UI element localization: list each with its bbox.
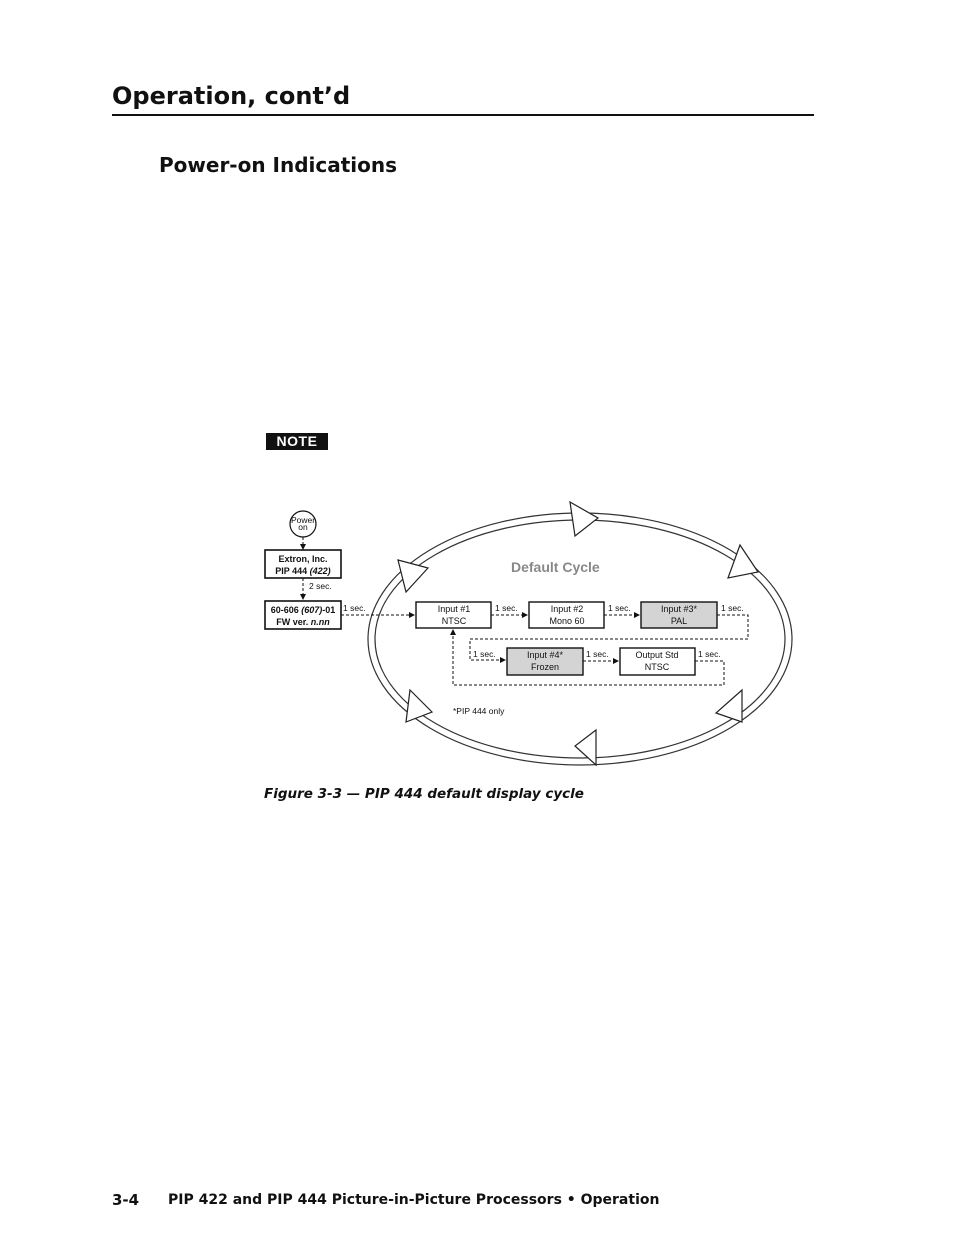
header-title: Operation, cont’d bbox=[112, 82, 351, 110]
delay-2sec-label: 2 sec. bbox=[309, 581, 332, 591]
connector-output-input1-loop bbox=[450, 629, 725, 686]
svg-text:Input #2: Input #2 bbox=[551, 604, 584, 614]
delay-label-input4: 1 sec. bbox=[586, 649, 609, 659]
ring-arrow-lower-right bbox=[714, 688, 743, 723]
delay-label-output: 1 sec. bbox=[698, 649, 721, 659]
footer-title: PIP 422 and PIP 444 Picture-in-Picture P… bbox=[168, 1192, 660, 1208]
section-title: Power-on Indications bbox=[159, 153, 398, 177]
ring-arrow-bottom bbox=[574, 728, 597, 767]
svg-text:Input #1: Input #1 bbox=[438, 604, 471, 614]
note-badge: NOTE bbox=[266, 433, 328, 450]
delay-label-wrap: 1 sec. bbox=[473, 649, 496, 659]
svg-text:Output Std: Output Std bbox=[635, 650, 678, 660]
svg-text:on: on bbox=[298, 522, 308, 532]
svg-text:NTSC: NTSC bbox=[442, 616, 467, 626]
footnote-pip444: *PIP 444 only bbox=[453, 706, 505, 716]
svg-text:60-606 (607)-01: 60-606 (607)-01 bbox=[271, 605, 336, 615]
extron-display-box: Extron, Inc. PIP 444 (422) bbox=[264, 549, 342, 579]
svg-text:Mono 60: Mono 60 bbox=[549, 616, 584, 626]
firmware-display-box: 60-606 (607)-01 FW ver. n.nn bbox=[264, 600, 342, 630]
delay-label-input1: 1 sec. bbox=[495, 603, 518, 613]
svg-text:FW ver. n.nn: FW ver. n.nn bbox=[276, 617, 330, 627]
svg-text:PIP 444 (422): PIP 444 (422) bbox=[275, 566, 330, 576]
svg-text:Input #3*: Input #3* bbox=[661, 604, 698, 614]
delay-label-input2: 1 sec. bbox=[608, 603, 631, 613]
ring-arrow-top bbox=[569, 500, 600, 538]
ring-arrow-upper-right bbox=[727, 543, 759, 579]
output-std-box: Output Std NTSC bbox=[619, 647, 696, 676]
input3-box: Input #3* PAL bbox=[640, 601, 718, 629]
power-on-node: Power on bbox=[289, 510, 317, 538]
connector-input3-input4 bbox=[469, 614, 749, 663]
svg-text:Power: Power bbox=[291, 515, 315, 525]
delay-label-input3: 1 sec. bbox=[721, 603, 744, 613]
input4-box: Input #4* Frozen bbox=[506, 647, 584, 676]
delay-label-fw: 1 sec. bbox=[343, 603, 366, 613]
svg-text:NTSC: NTSC bbox=[645, 662, 670, 672]
figure-caption: Figure 3-3 — PIP 444 default display cyc… bbox=[264, 786, 584, 802]
ring-arrow-lower-left bbox=[405, 688, 434, 723]
input1-box: Input #1 NTSC bbox=[415, 601, 492, 629]
ring-arrowheads bbox=[397, 500, 759, 767]
footer-page-number: 3-4 bbox=[112, 1191, 140, 1209]
svg-text:Frozen: Frozen bbox=[531, 662, 559, 672]
ring-arrow-upper-left bbox=[397, 559, 430, 594]
cycle-title: Default Cycle bbox=[511, 559, 600, 575]
input2-box: Input #2 Mono 60 bbox=[528, 601, 605, 629]
svg-text:Input #4*: Input #4* bbox=[527, 650, 564, 660]
svg-text:Extron, Inc.: Extron, Inc. bbox=[278, 554, 327, 564]
header-rule bbox=[112, 114, 814, 116]
svg-text:PAL: PAL bbox=[671, 616, 687, 626]
